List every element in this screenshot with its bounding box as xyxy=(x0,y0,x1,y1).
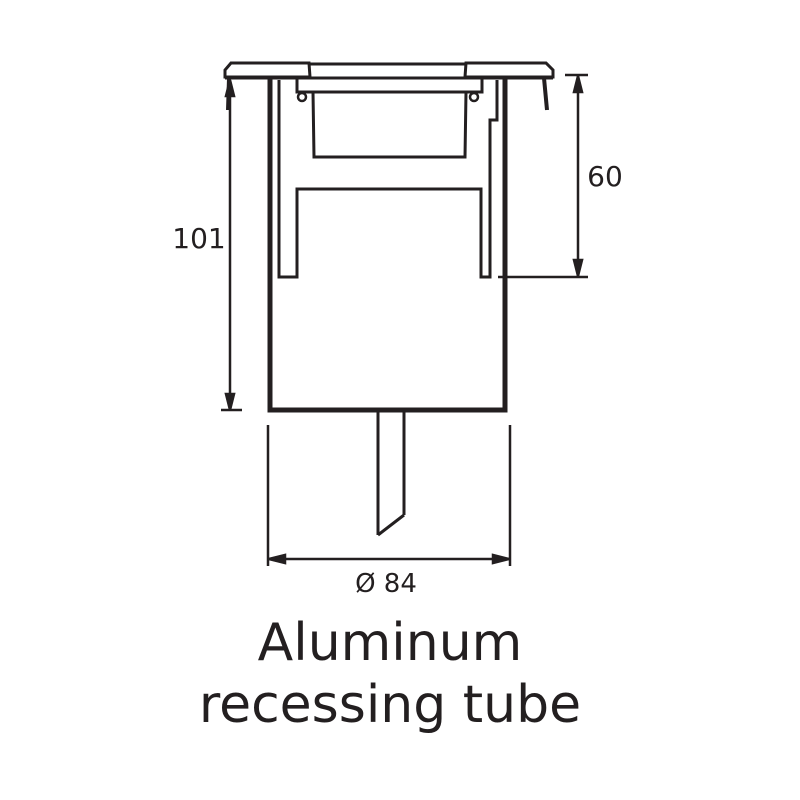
label-60: 60 xyxy=(587,160,623,193)
dimension-84 xyxy=(266,425,512,566)
inner-frame xyxy=(277,80,499,279)
clip-right xyxy=(542,77,549,111)
label-101: 101 xyxy=(172,222,225,255)
tube-body xyxy=(267,78,508,413)
caption-line-1: Aluminum xyxy=(258,613,523,673)
flange-left xyxy=(223,61,312,79)
lamp-cup xyxy=(295,78,484,159)
dimension-101 xyxy=(221,79,242,412)
flange-right xyxy=(463,61,555,79)
hinge-right xyxy=(468,91,480,103)
hinge-left xyxy=(296,91,308,103)
dimension-60 xyxy=(498,73,588,279)
cable xyxy=(376,410,406,537)
caption-line-2: recessing tube xyxy=(199,675,581,735)
label-diameter: Ø 84 xyxy=(355,569,417,599)
